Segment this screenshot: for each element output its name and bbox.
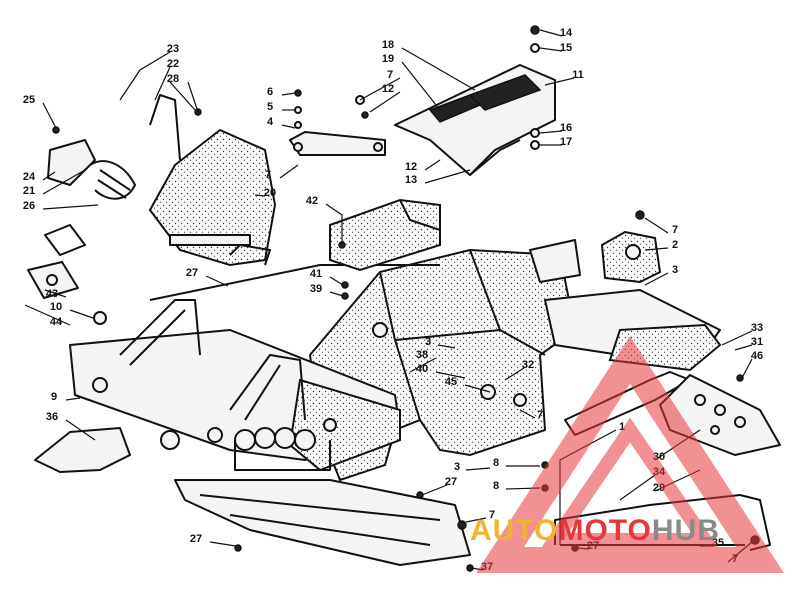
callout-c24: 24 — [23, 171, 36, 183]
callout-c32: 32 — [522, 359, 534, 371]
callout-c16: 16 — [560, 122, 572, 134]
callout-c3a: 3 — [672, 264, 678, 276]
callout-c7d: 7 — [537, 409, 543, 421]
callout-c39: 39 — [310, 283, 322, 295]
callout-c17: 17 — [560, 136, 572, 148]
callout-c6: 6 — [267, 86, 273, 98]
callout-c14: 14 — [560, 27, 573, 39]
panel-42 — [329, 198, 441, 272]
callout-c12a: 12 — [382, 83, 394, 95]
callout-c1: 1 — [619, 421, 625, 433]
watermark-text-moto: MOTO — [558, 514, 651, 547]
callout-c27a: 27 — [186, 267, 198, 279]
watermark-logo-triangle — [476, 336, 784, 573]
callout-c11: 11 — [572, 69, 584, 81]
callout-c15: 15 — [560, 42, 572, 54]
callout-c22: 22 — [167, 58, 179, 70]
callout-c27c: 27 — [190, 533, 202, 545]
callout-c25: 25 — [23, 94, 35, 106]
headlight-housing — [47, 139, 136, 200]
console-tray — [394, 64, 556, 176]
callout-c36: 36 — [46, 411, 58, 423]
callout-c4: 4 — [267, 116, 274, 128]
callout-c5: 5 — [267, 101, 273, 113]
callout-c33: 33 — [751, 322, 763, 334]
callout-c23: 23 — [167, 43, 179, 55]
callout-c7a: 7 — [387, 69, 393, 81]
callout-c45: 45 — [445, 376, 457, 388]
callout-c8a: 8 — [493, 457, 499, 469]
callout-c3c: 3 — [454, 461, 460, 473]
callout-c19: 19 — [382, 53, 394, 65]
callout-c44: 44 — [50, 316, 63, 328]
callout-c12b: 12 — [405, 161, 417, 173]
belly-pan — [34, 427, 471, 566]
callout-c43: 43 — [46, 288, 58, 300]
tunnel-rails — [69, 264, 440, 472]
callout-c46: 46 — [751, 350, 763, 362]
mount-plate-4 — [289, 131, 386, 156]
callout-c2: 2 — [672, 239, 678, 251]
callout-c7b: 7 — [265, 169, 271, 181]
callout-c8b: 8 — [493, 480, 499, 492]
callout-c26: 26 — [23, 200, 35, 212]
front-plate-43 — [27, 224, 86, 299]
callout-c27b: 27 — [445, 476, 457, 488]
callout-c18: 18 — [382, 39, 394, 51]
watermark: AUTOMOTOHUB — [470, 336, 784, 573]
callout-c20: 20 — [264, 187, 276, 199]
watermark-text: AUTOMOTOHUB — [470, 514, 720, 547]
callout-c7c: 7 — [672, 224, 678, 236]
callout-c21: 21 — [23, 185, 35, 197]
watermark-logo-inner-triangle — [541, 417, 719, 547]
callout-c28: 28 — [167, 73, 179, 85]
callout-c9: 9 — [51, 391, 57, 403]
callout-c38: 38 — [416, 349, 428, 361]
roller-cluster — [234, 427, 331, 471]
watermark-text-hub: HUB — [652, 514, 720, 547]
frame-drawing: 1233345677777788910111212131415161718192… — [23, 25, 781, 573]
bracket-2 — [600, 230, 662, 284]
callout-c7e: 7 — [489, 509, 495, 521]
callout-c40: 40 — [416, 363, 428, 375]
shroud-20 — [148, 94, 277, 267]
callout-c13: 13 — [405, 174, 417, 186]
callout-c31: 31 — [751, 336, 763, 348]
callout-c3b: 3 — [425, 336, 431, 348]
watermark-text-auto: AUTO — [470, 514, 558, 547]
callout-c41: 41 — [310, 268, 322, 280]
callout-c42: 42 — [306, 195, 318, 207]
callout-c10: 10 — [50, 301, 62, 313]
